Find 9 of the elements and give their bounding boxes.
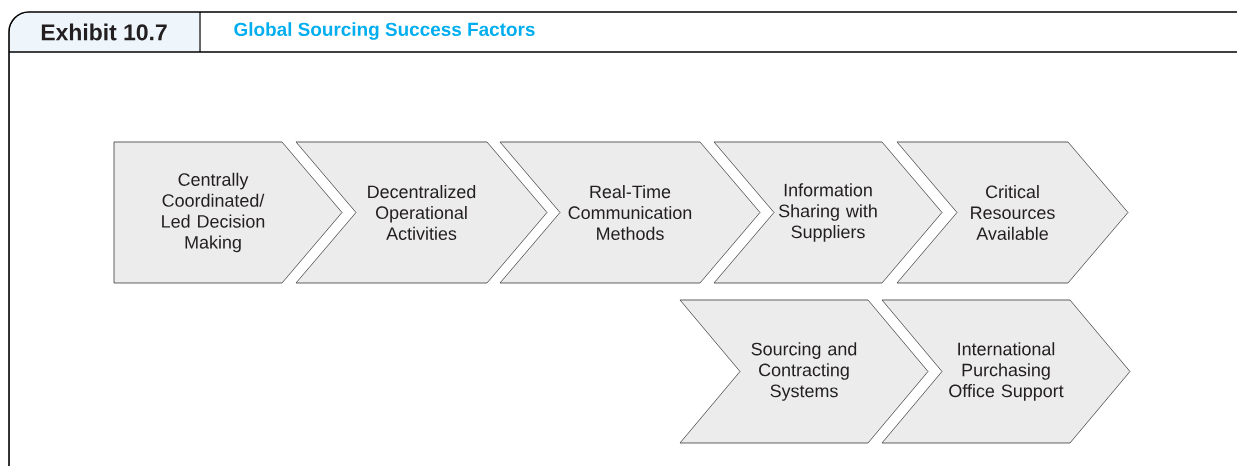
process-step: Critical Resources Available <box>896 141 1129 284</box>
process-step: Decentralized Operational Activities <box>295 141 548 284</box>
process-step: Information Sharing with Suppliers <box>713 141 943 284</box>
process-step: International Purchasing Office Support <box>881 299 1131 444</box>
exhibit-label: Exhibit 10.7 <box>10 13 199 51</box>
title: Global Sourcing Success Factors <box>234 22 535 40</box>
process-step: Centrally Coordinated/ Led Decision Making <box>113 141 343 284</box>
process-step: Real-Time Communication Methods <box>499 141 761 284</box>
process-step: Sourcing and Contracting Systems <box>679 299 929 444</box>
